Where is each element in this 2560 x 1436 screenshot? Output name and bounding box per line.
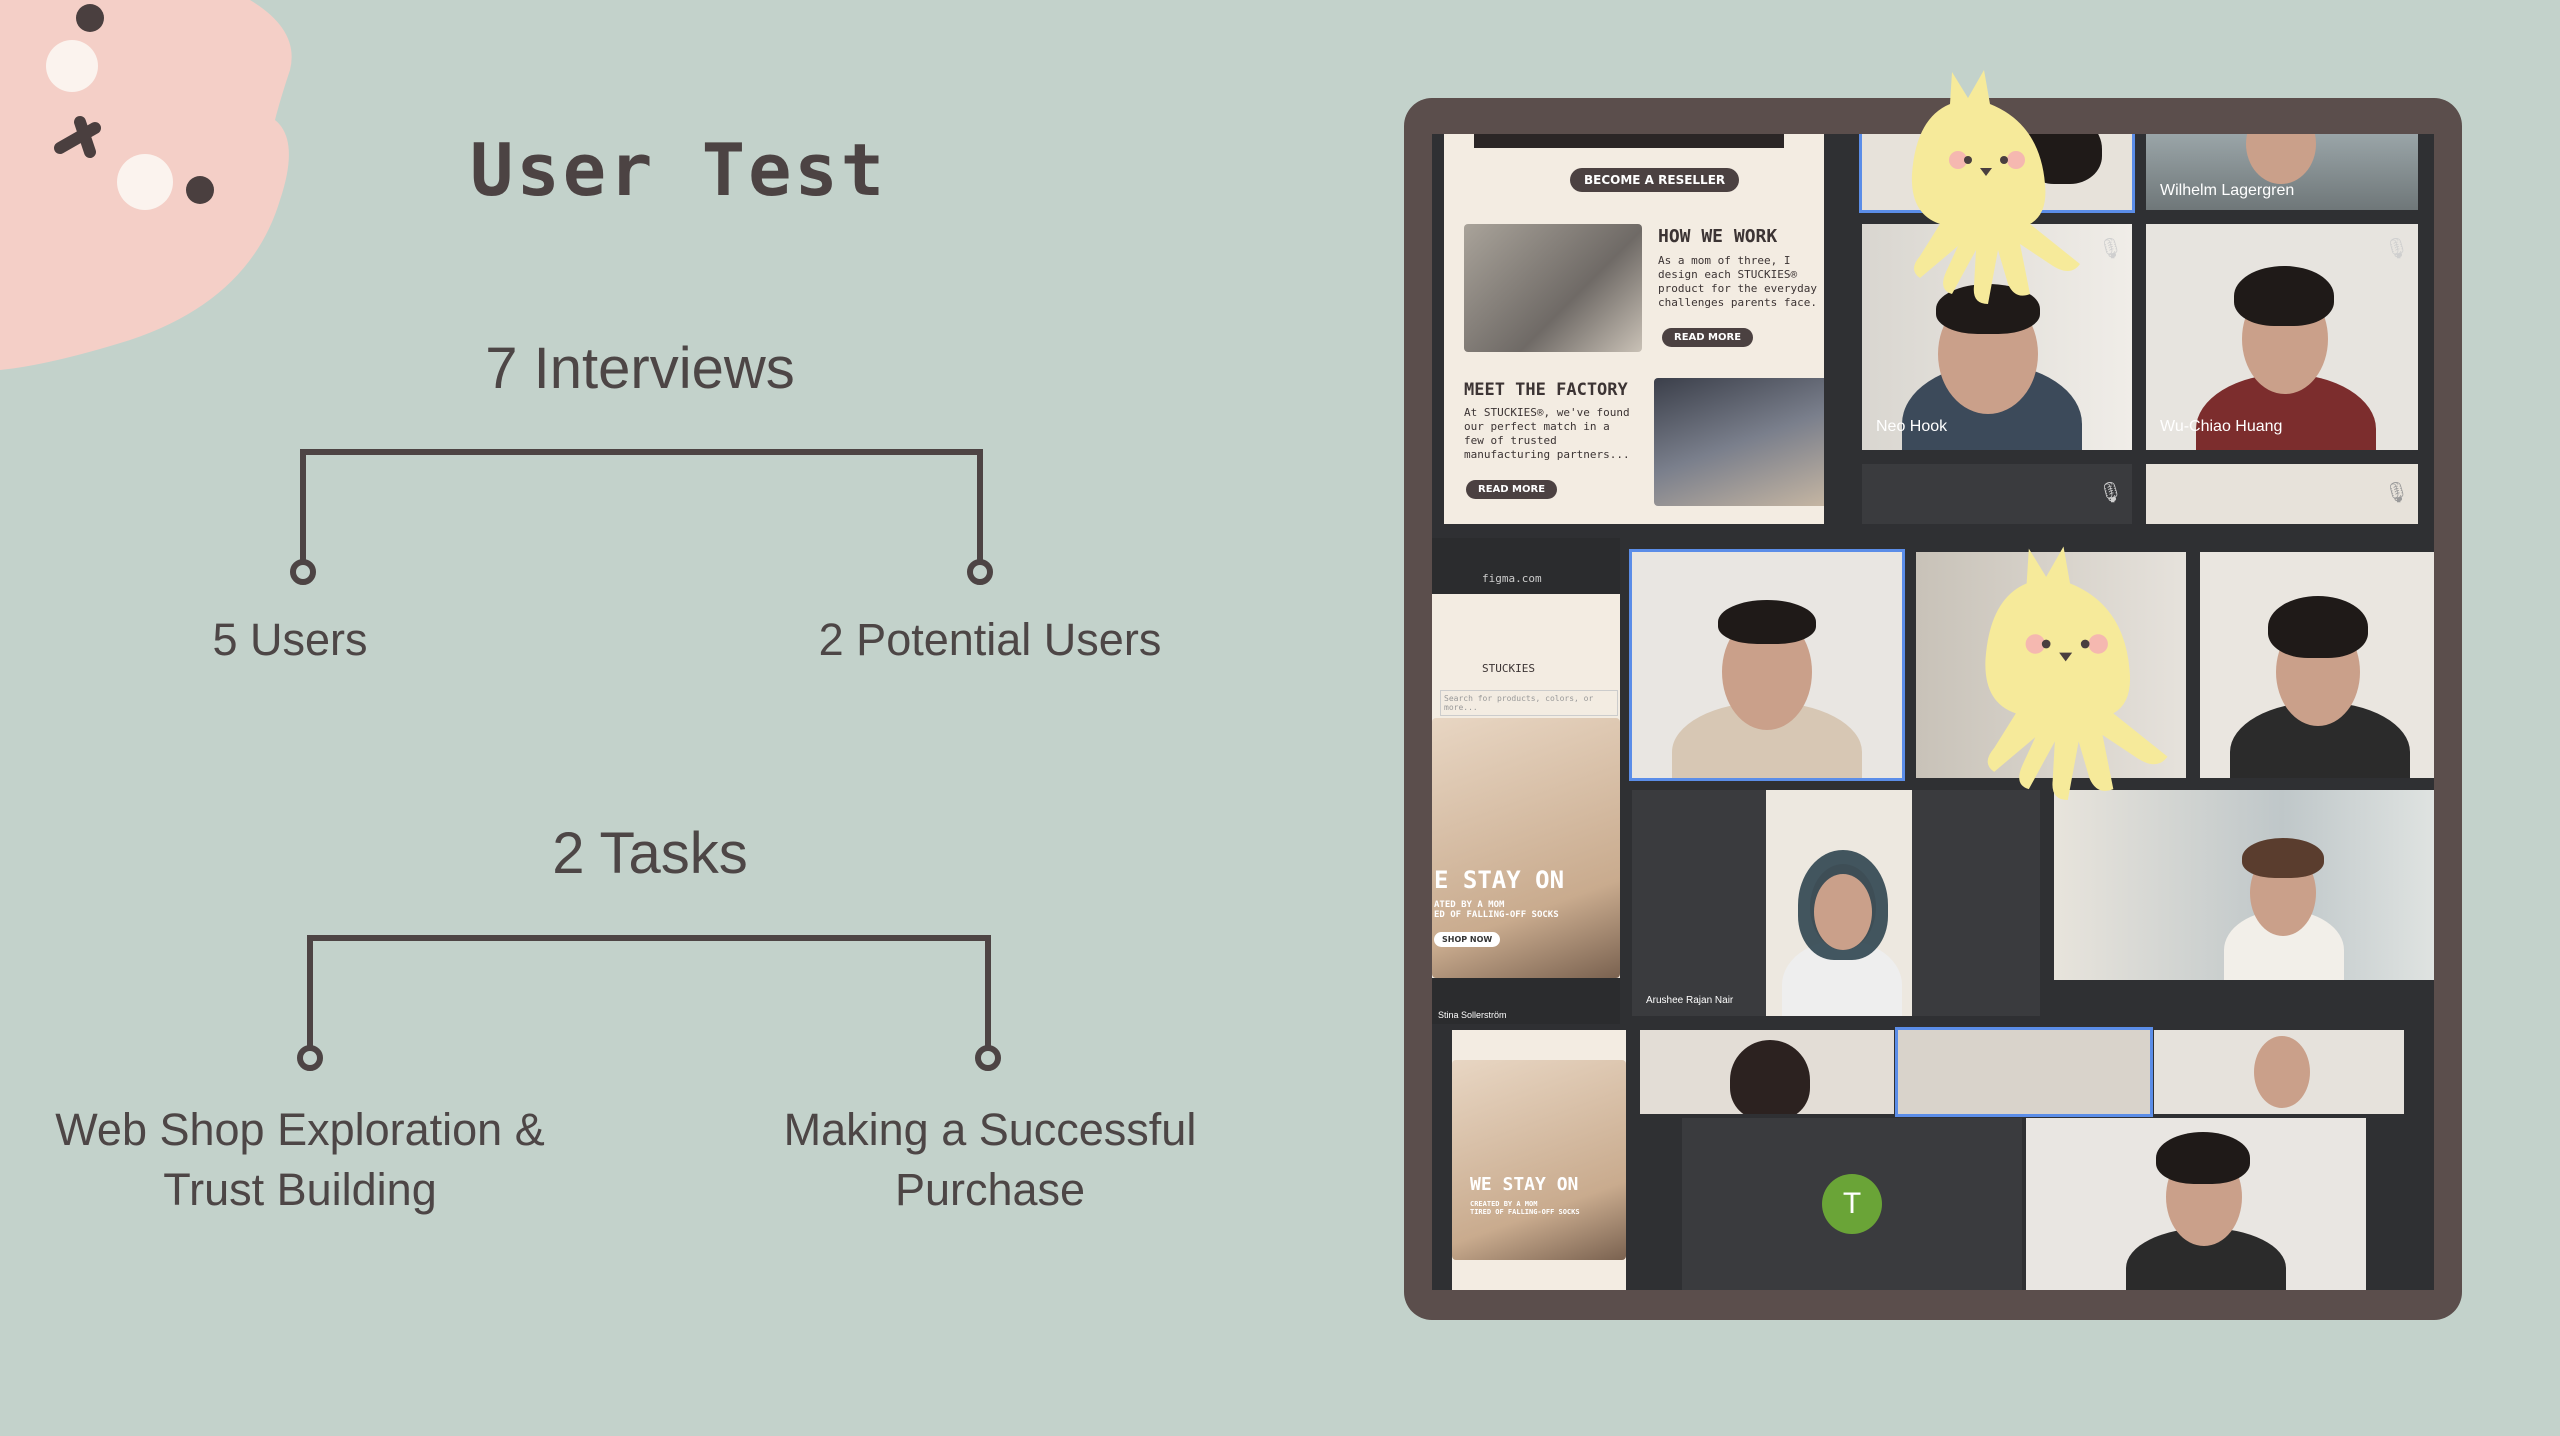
participant-tile-mid-3 <box>2200 552 2434 778</box>
participant-tile-empty-2: 🎙 <box>2146 464 2418 524</box>
prototype-owner: Stina Sollerström <box>1438 1010 1507 1020</box>
task-1-label: Web Shop Exploration & Trust Building <box>40 1100 560 1220</box>
potential-users-label: 2 Potential Users <box>818 614 1162 665</box>
mobile-hero-title-2: WE STAY ON <box>1470 1174 1579 1195</box>
tasks-heading: 2 Tasks <box>552 821 748 886</box>
muted-mic-icon: 🎙 <box>2384 238 2410 260</box>
task-2-line-2: Purchase <box>894 1164 1086 1215</box>
muted-mic-icon: 🎙 <box>2384 482 2410 504</box>
participant-tile-wilhelm: Wilhelm Lagergren <box>2146 134 2418 210</box>
users-label: 5 Users <box>212 614 368 665</box>
muted-mic-icon: 🎙 <box>2098 482 2124 504</box>
mobile-toolbar <box>1432 978 1620 1024</box>
octopus-mascot-icon <box>1985 546 2168 800</box>
how-heading: HOW WE WORK <box>1658 226 1778 247</box>
participant-tile-avatar: T <box>1682 1118 2022 1290</box>
muted-mic-icon: 🎙 <box>2098 238 2124 260</box>
task-2-line-1: Making a Successful <box>783 1104 1197 1155</box>
participant-tile-bottom <box>2026 1118 2366 1290</box>
video-call-collage: BECOME A RESELLER HOW WE WORK As a mom o… <box>1432 134 2434 1290</box>
mobile-hero-title: E STAY ON <box>1434 866 1565 894</box>
read-more-button-1[interactable]: READ MORE <box>1662 328 1754 347</box>
shop-now-button[interactable]: SHOP NOW <box>1434 932 1501 947</box>
mobile-statusbar <box>1432 538 1620 594</box>
task-1-line-1: Web Shop Exploration & <box>55 1104 545 1155</box>
factory-text: At STUCKIES®, we've found our perfect ma… <box>1464 406 1630 461</box>
read-more-button-2[interactable]: READ MORE <box>1466 480 1558 499</box>
participant-tile-mid-1 <box>1629 549 1905 781</box>
reseller-button[interactable]: BECOME A RESELLER <box>1570 168 1740 192</box>
mobile-prototype-tile-2: WE STAY ON CREATED BY A MOM TIRED OF FAL… <box>1452 1030 1626 1290</box>
mobile-hero-sub-2: CREATED BY A MOM TIRED OF FALLING-OFF SO… <box>1470 1200 1580 1216</box>
participant-tile-low-2 <box>1895 1027 2153 1117</box>
baby-photo-2 <box>1452 1060 1626 1260</box>
octopus-mascot-icon <box>1911 70 2080 304</box>
participant-avatar: T <box>1822 1174 1882 1234</box>
page-title: User Test <box>470 128 888 212</box>
mobile-brand: STUCKIES <box>1482 662 1535 675</box>
webshop-topbar <box>1474 134 1784 148</box>
task-1-line-2: Trust Building <box>163 1164 437 1215</box>
task-2-label: Making a Successful Purchase <box>760 1100 1220 1220</box>
participant-tile-arushee: Arushee Rajan Nair <box>1632 790 2040 1016</box>
factory-heading: MEET THE FACTORY <box>1464 380 1628 400</box>
participant-name: Arushee Rajan Nair <box>1646 995 1734 1006</box>
webshop-desktop-tile: BECOME A RESELLER HOW WE WORK As a mom o… <box>1444 134 1824 524</box>
mobile-url: figma.com <box>1482 572 1542 585</box>
participant-tile-wu-chiao: 🎙 Wu-Chiao Huang <box>2146 224 2418 450</box>
how-text: As a mom of three, I design each STUCKIE… <box>1658 254 1817 309</box>
participant-tile-low-3 <box>2154 1030 2404 1114</box>
mobile-search[interactable]: Search for products, colors, or more... <box>1440 690 1618 716</box>
mobile-hero-sub: ATED BY A MOM ED OF FALLING-OFF SOCKS <box>1434 900 1559 920</box>
participant-name: Wilhelm Lagergren <box>2160 182 2295 199</box>
participant-tile-empty-1: 🎙 <box>1862 464 2132 524</box>
interviews-heading: 7 Interviews <box>485 336 795 401</box>
participant-name: Neo Hook <box>1876 418 1948 435</box>
participant-tile-low-1 <box>1640 1030 1894 1114</box>
factory-photo <box>1654 378 1824 506</box>
participant-tile-neo: 🎙 Neo Hook <box>1862 224 2132 450</box>
decorative-blob <box>0 0 292 370</box>
mobile-prototype-tile: figma.com STUCKIES Search for products, … <box>1432 538 1620 1024</box>
family-photo <box>1464 224 1642 352</box>
participant-tile-living-room <box>2054 790 2434 980</box>
participant-name: Wu-Chiao Huang <box>2160 418 2283 435</box>
